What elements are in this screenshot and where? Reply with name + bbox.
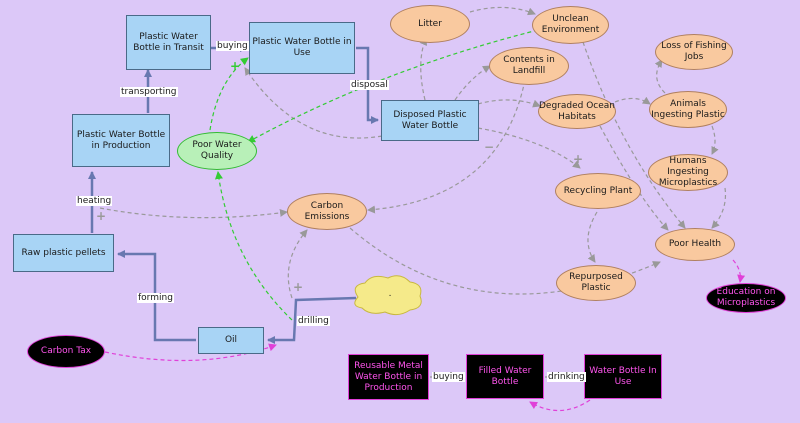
edge-label-buying2: buying — [432, 372, 465, 382]
node-humans[interactable]: Humans Ingesting Microplastics — [648, 154, 728, 191]
edge-label-transporting: transporting — [120, 87, 178, 97]
node-recycling[interactable]: Recycling Plant — [555, 173, 641, 209]
flow-cloud-to-oil — [267, 296, 357, 344]
link-disposed-to-transit-feedback — [244, 67, 383, 139]
edge-label-drinking: drinking — [547, 372, 586, 382]
node-disposed[interactable]: Disposed Plastic Water Bottle — [381, 100, 479, 141]
node-litter[interactable]: Litter — [390, 5, 470, 43]
node-pellets[interactable]: Raw plastic pellets — [13, 234, 114, 272]
node-in-use[interactable]: Plastic Water Bottle in Use — [249, 22, 355, 74]
link-drilling-to-carbon — [287, 229, 308, 299]
link-recycling-to-repurposed — [587, 211, 598, 263]
node-production[interactable]: Plastic Water Bottle in Production — [72, 114, 170, 167]
polarity-minus-sign: − — [484, 140, 495, 154]
link-landfill-to-carbon — [367, 79, 526, 214]
polarity-plus-sign: + — [230, 59, 241, 73]
polarity-plus-sign: + — [293, 280, 304, 294]
node-repurposed[interactable]: Repurposed Plastic — [556, 265, 636, 301]
node-carbon-tax[interactable]: Carbon Tax — [27, 335, 105, 368]
link-heating-to-carbon — [99, 207, 288, 219]
node-poor-health[interactable]: Poor Health — [655, 228, 735, 261]
node-landfill[interactable]: Contents in Landfill — [489, 47, 569, 85]
edge-label-disposal: disposal — [350, 80, 389, 90]
edge-label-heating: heating — [76, 196, 113, 206]
link-humans-to-poorhealth — [711, 187, 727, 229]
link-litter-to-unclean — [469, 6, 536, 16]
node-loss-jobs[interactable]: Loss of Fishing Jobs — [655, 34, 733, 70]
node-degraded[interactable]: Degraded Ocean Habitats — [538, 94, 616, 129]
link-disposed-to-recycling — [477, 127, 581, 169]
polarity-plus-sign: + — [96, 209, 107, 223]
link-degraded-to-animals — [614, 96, 651, 105]
node-carbon[interactable]: Carbon Emissions — [287, 193, 367, 230]
link-disposed-to-degraded — [477, 99, 541, 108]
node-poor-water[interactable]: Poor Water Quality — [177, 132, 257, 170]
link-metalinuse-to-filled — [529, 399, 591, 412]
edge-label-forming: forming — [137, 293, 174, 303]
node-metal-in-use[interactable]: Water Bottle In Use — [584, 354, 662, 399]
polarity-plus-sign: + — [573, 152, 584, 166]
node-transit[interactable]: Plastic Water Bottle in Transit — [126, 15, 211, 70]
node-education[interactable]: Education on Microplastics — [706, 283, 786, 313]
link-disposed-to-litter — [419, 37, 428, 101]
edge-label-buying: buying — [216, 41, 249, 51]
node-cloud[interactable]: . — [388, 288, 392, 299]
link-poorhealth-to-education — [732, 259, 746, 283]
link-disposed-to-landfill — [454, 65, 491, 101]
link-animals-to-lossjobs — [654, 59, 666, 94]
node-reusable[interactable]: Reusable Metal Water Bottle in Productio… — [348, 354, 429, 400]
cloud-icon — [354, 275, 422, 316]
node-unclean[interactable]: Unclean Environment — [532, 6, 609, 44]
node-oil[interactable]: Oil — [198, 327, 264, 354]
node-filled[interactable]: Filled Water Bottle — [466, 354, 544, 399]
link-drilling-to-poorwater — [214, 171, 293, 321]
link-poorwater-to-transit — [209, 57, 249, 131]
link-animals-to-humans — [711, 125, 719, 155]
node-animals[interactable]: Animals Ingesting Plastic — [649, 91, 727, 128]
edge-label-drilling: drilling — [297, 316, 330, 326]
